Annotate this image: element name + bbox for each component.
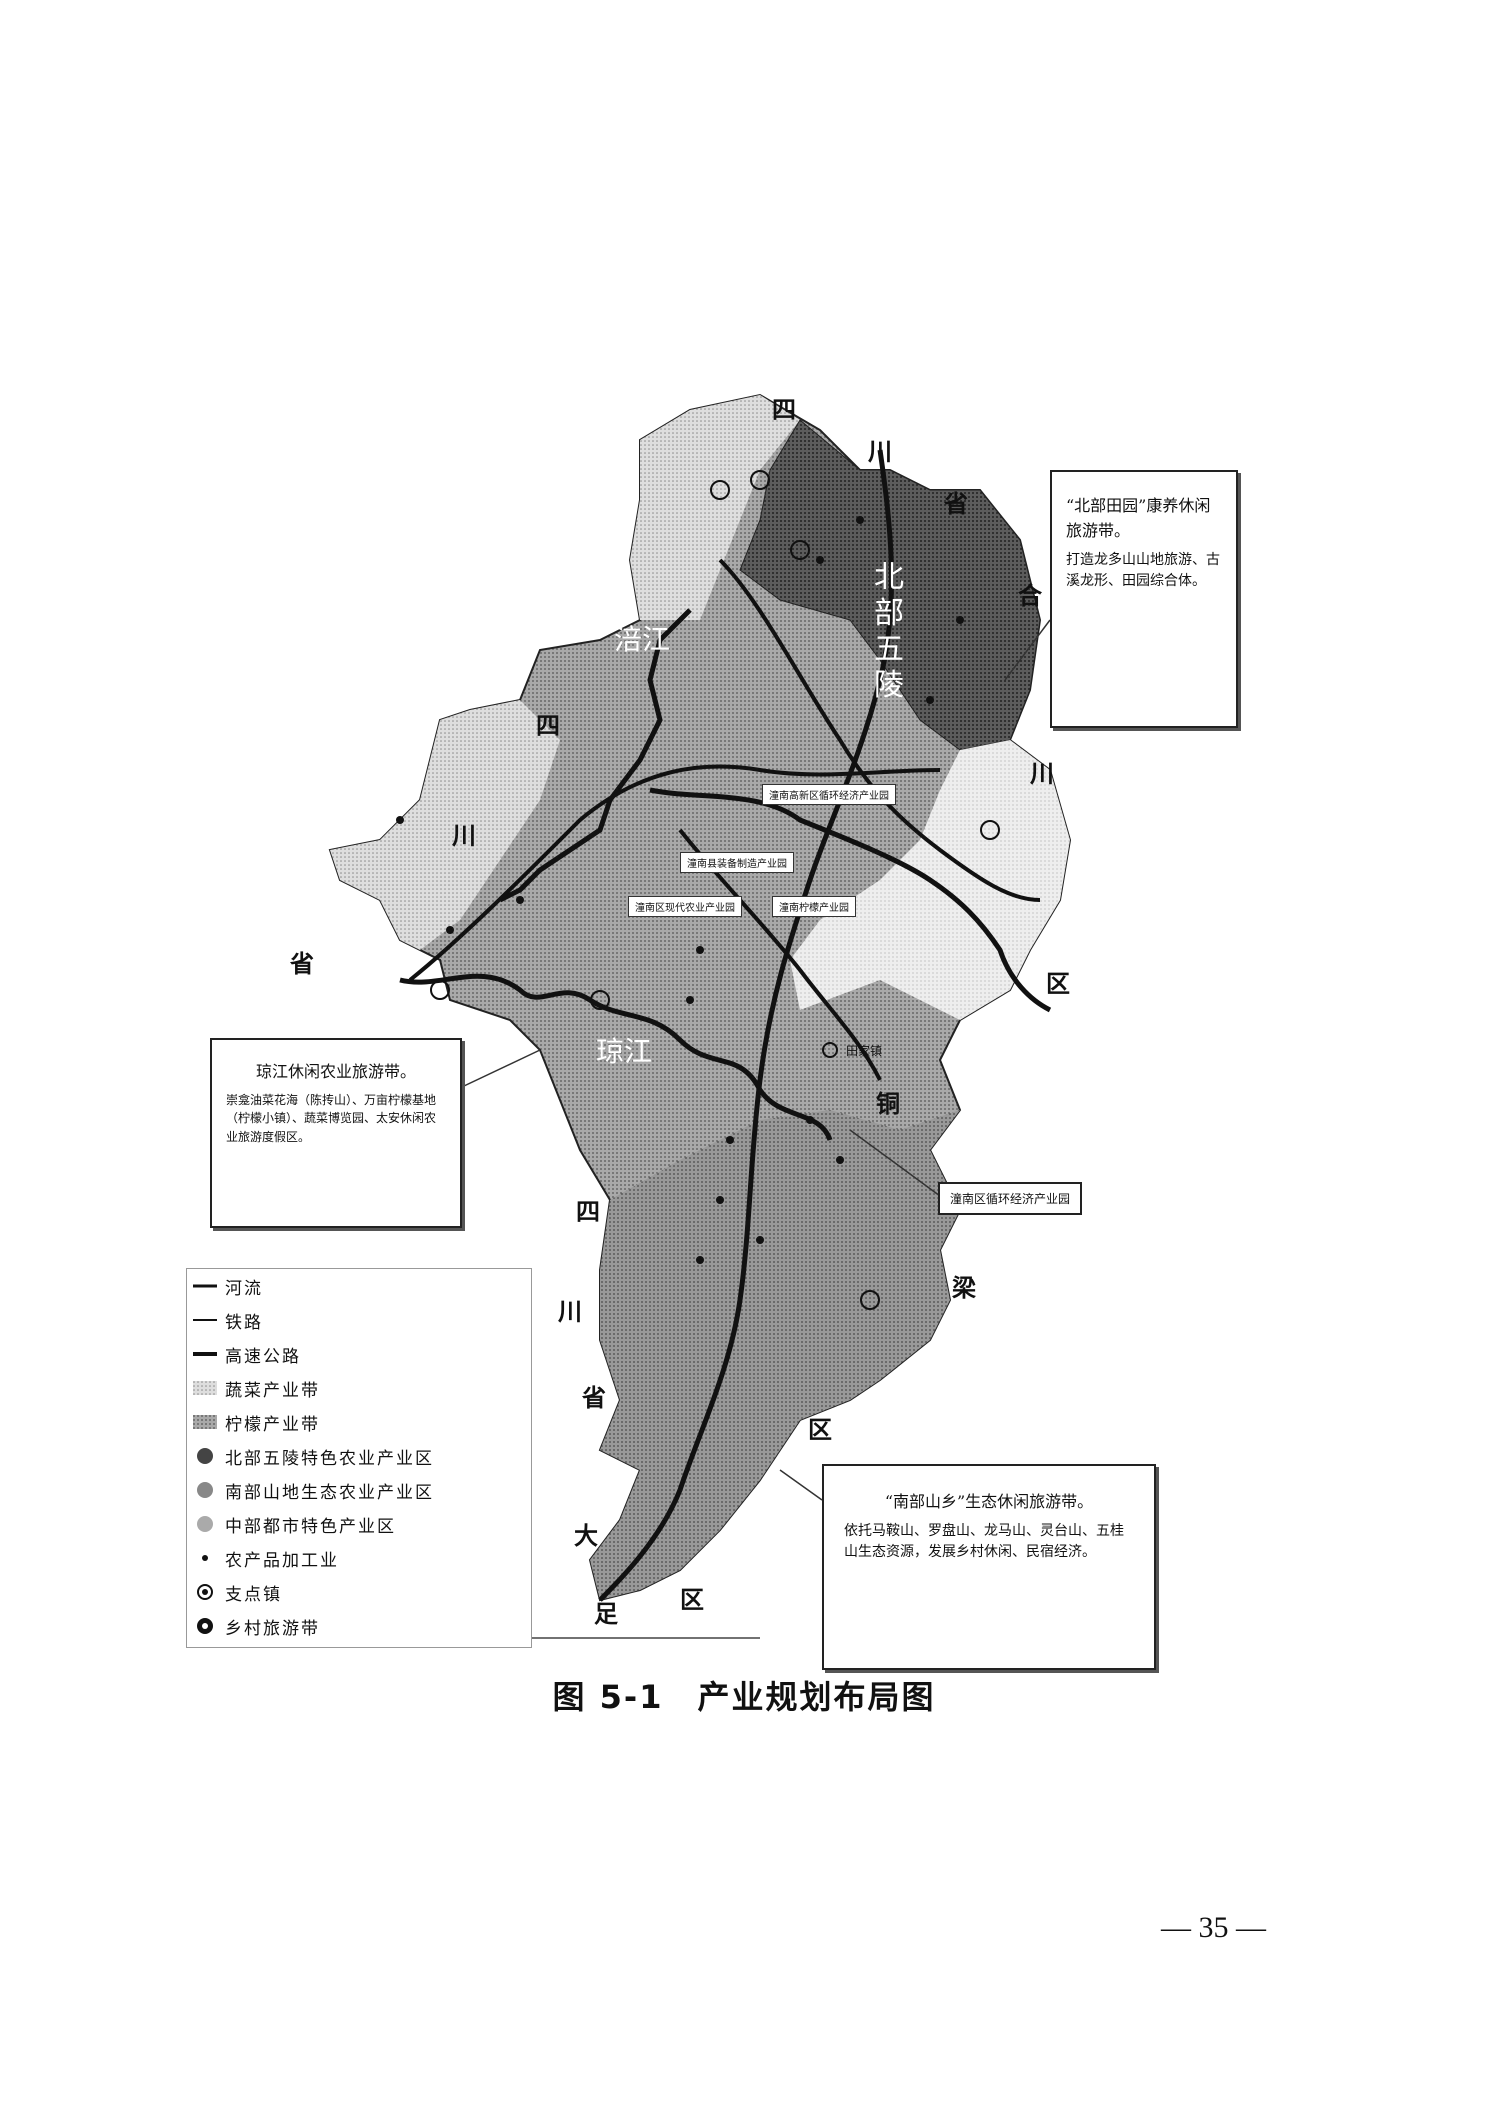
legend-item-pivot-town: 支点镇	[187, 1575, 531, 1609]
label-qiongjiang: 琼江	[596, 1035, 653, 1068]
legend-label: 柠檬产业带	[225, 1414, 320, 1435]
rural-tourism-icon	[193, 1616, 217, 1636]
label-low-chuan: 川	[558, 1298, 582, 1326]
label-right-qu: 区	[1046, 970, 1070, 998]
north-callout-leader	[1004, 619, 1051, 681]
legend-label: 南部山地生态农业产业区	[225, 1482, 434, 1503]
circular-park-leader	[849, 1129, 941, 1197]
veg-band-icon	[193, 1378, 217, 1398]
legend-item-rural-tourism: 乡村旅游带	[187, 1609, 531, 1643]
legend-item-central-zone: 中部都市特色产业区	[187, 1507, 531, 1541]
north-callout-title: “北部田园”康养休闲旅游带。	[1066, 496, 1211, 540]
west-callout-body: 崇龛油菜花海（陈抟山）、万亩柠檬基地（柠檬小镇）、蔬菜博览园、太安休闲农业旅游度…	[226, 1092, 437, 1144]
park-label-circular-economy-hightech: 潼南高新区循环经济产业园	[762, 784, 896, 805]
label-left-si: 四	[536, 712, 560, 740]
east-west-highway	[408, 764, 941, 982]
label-da: 大	[574, 1522, 598, 1550]
central-zone-icon	[193, 1514, 217, 1534]
label-liang-qu: 区	[808, 1416, 832, 1444]
legend-label: 河流	[225, 1278, 263, 1299]
label-fujiang: 涪江	[614, 623, 671, 656]
north-callout-body: 打造龙多山山地旅游、古溪龙形、田园综合体。	[1066, 551, 1220, 590]
figure-caption: 图 5-1 产业规划布局图	[552, 1678, 936, 1716]
label-liang: 梁	[952, 1274, 976, 1302]
south-callout-leader	[779, 1469, 823, 1501]
south-tourism-callout: “南部山乡”生态休闲旅游带。 依托马鞍山、罗盘山、龙马山、灵台山、五桂山生态资源…	[822, 1464, 1156, 1670]
qiongjiang-river	[399, 973, 833, 1141]
south-callout-title: “南部山乡”生态休闲旅游带。	[884, 1492, 1094, 1511]
rail-line-icon	[193, 1310, 217, 1330]
legend-label: 蔬菜产业带	[225, 1380, 320, 1401]
map-legend: 河流 铁路 高速公路 蔬菜产业带 柠檬产业带 北部五陵特色农业产业区 南部山地生…	[186, 1268, 532, 1648]
pivot-town-markers	[430, 470, 1000, 1310]
legend-item-veg-band: 蔬菜产业带	[187, 1371, 531, 1405]
legend-label: 中部都市特色产业区	[225, 1516, 396, 1537]
label-low-sheng: 省	[582, 1384, 606, 1412]
legend-label: 支点镇	[225, 1584, 282, 1605]
label-top-sheng: 省	[944, 490, 968, 518]
park-label-equipment-manufacturing: 潼南县装备制造产业园	[680, 852, 794, 873]
label-zu-qu: 区	[680, 1586, 704, 1614]
north-highway	[598, 449, 895, 1602]
north-zone-icon	[193, 1446, 217, 1466]
label-left-chuan: 川	[452, 822, 476, 850]
north-tourism-callout: “北部田园”康养休闲旅游带。 打造龙多山山地旅游、古溪龙形、田园综合体。	[1050, 470, 1238, 728]
label-right-chuan: 川	[1030, 760, 1054, 788]
town-markers	[396, 516, 964, 1264]
label-top-chuan: 川	[868, 438, 892, 466]
label-zu: 足	[594, 1600, 618, 1628]
park-label-modern-agriculture: 潼南区现代农业产业园	[628, 896, 742, 917]
legend-item-river: 河流	[187, 1269, 531, 1303]
legend-label: 乡村旅游带	[225, 1618, 320, 1639]
south-callout-body: 依托马鞍山、罗盘山、龙马山、灵台山、五桂山生态资源，发展乡村休闲、民宿经济。	[844, 1522, 1124, 1561]
legend-item-south-zone: 南部山地生态农业产业区	[187, 1473, 531, 1507]
west-light-band	[330, 700, 560, 950]
label-he: 合	[1018, 582, 1042, 610]
lemon-band-icon	[193, 1412, 217, 1432]
river-line-icon	[193, 1276, 217, 1296]
west-callout-title: 琼江休闲农业旅游带。	[255, 1062, 416, 1081]
legend-item-north-zone: 北部五陵特色农业产业区	[187, 1439, 531, 1473]
label-low-si: 四	[576, 1198, 600, 1226]
legend-label: 农产品加工业	[225, 1550, 339, 1571]
label-top-si: 四	[772, 396, 796, 424]
page-number: — 35 —	[1161, 1911, 1266, 1944]
processing-icon	[193, 1548, 217, 1568]
legend-item-rail: 铁路	[187, 1303, 531, 1337]
highway-line-icon	[193, 1344, 217, 1364]
legend-item-lemon-band: 柠檬产业带	[187, 1405, 531, 1439]
legend-label: 高速公路	[225, 1346, 301, 1367]
legend-item-processing: 农产品加工业	[187, 1541, 531, 1575]
pivot-town-icon	[193, 1582, 217, 1602]
legend-label: 北部五陵特色农业产业区	[225, 1448, 434, 1469]
legend-label: 铁路	[225, 1312, 263, 1333]
west-tourism-callout: 琼江休闲农业旅游带。 崇龛油菜花海（陈抟山）、万亩柠檬基地（柠檬小镇）、蔬菜博览…	[210, 1038, 462, 1228]
town-label-tianjia: 田家镇	[846, 1044, 883, 1058]
legend-item-highway: 高速公路	[187, 1337, 531, 1371]
label-tong: 铜	[876, 1090, 900, 1118]
north-light-area	[630, 395, 800, 620]
label-left-sheng: 省	[290, 950, 314, 978]
park-label-circular-economy: 潼南区循环经济产业园	[938, 1182, 1083, 1215]
south-zone-icon	[193, 1480, 217, 1500]
park-label-lemon: 潼南柠檬产业园	[772, 896, 856, 917]
label-north-hills: 北部五陵	[874, 560, 904, 703]
